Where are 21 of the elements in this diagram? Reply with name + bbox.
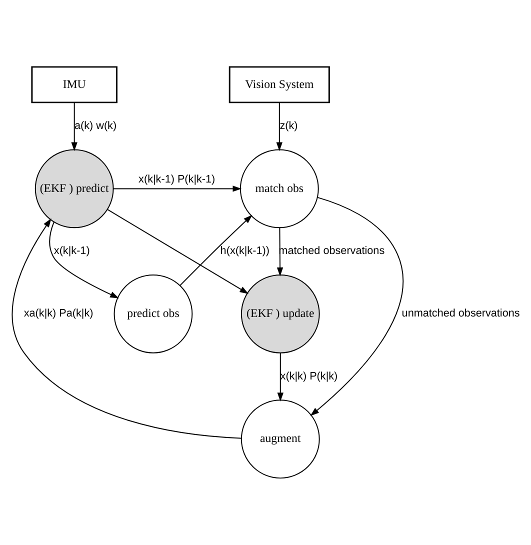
node-circle: (EKF ) update — [240, 274, 320, 354]
edge-label: z(k) — [280, 120, 298, 132]
edge-label: h(x(k|k-1)) — [220, 245, 270, 258]
arrow — [71, 102, 78, 152]
edge-label: unmatched observations — [402, 308, 520, 320]
node-circle: predict obs — [114, 274, 193, 354]
arrow — [112, 186, 242, 192]
arrow — [277, 352, 284, 402]
arrow — [276, 102, 282, 152]
edge-label: xa(k|k) Pa(k|k) — [24, 308, 94, 320]
edge-label: x(k|k-1) — [54, 245, 90, 258]
arrow — [12, 218, 242, 439]
arrow — [310, 196, 404, 416]
arrow — [49, 222, 119, 298]
node-box: IMU — [31, 66, 118, 104]
edge-label: a(k) w(k) — [74, 120, 117, 132]
arrow — [106, 208, 249, 294]
arrow — [180, 214, 252, 286]
node-circle: match obs — [240, 149, 319, 228]
node-box: Vision System — [228, 66, 330, 104]
edge-label: x(k|k-1) P(k|k-1) — [138, 174, 216, 186]
